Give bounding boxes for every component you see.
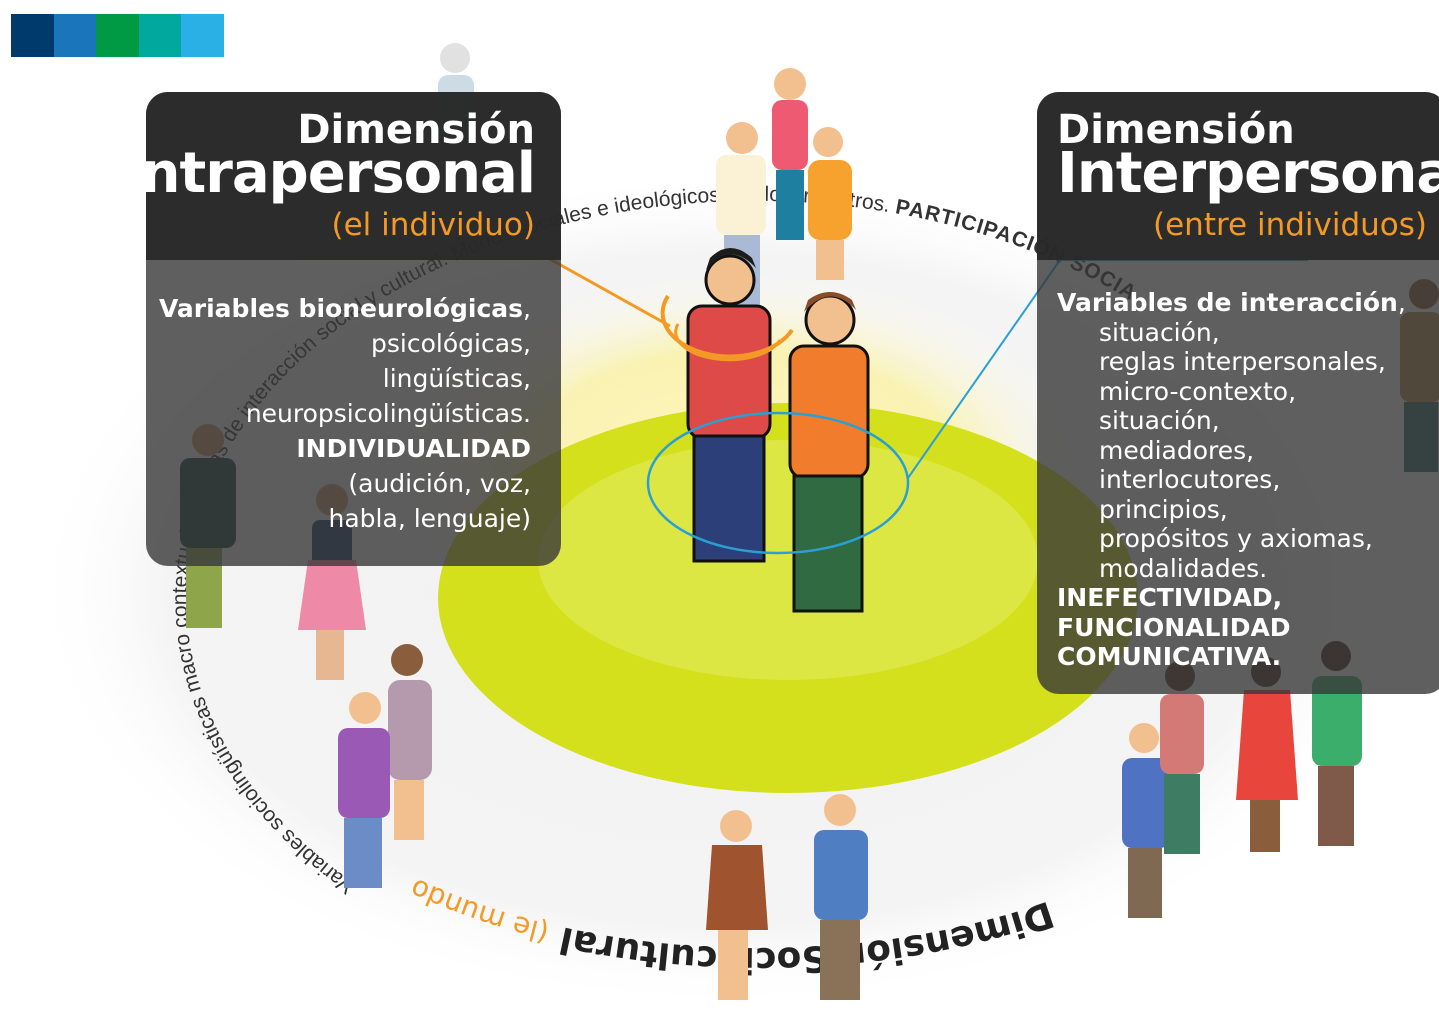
- person-icon: [772, 68, 808, 240]
- interpersonal-title-small: Dimensión: [1057, 107, 1295, 153]
- intrapersonal-panel: Dimensión Intrapersonal (el individuo) V…: [121, 92, 561, 566]
- intrapersonal-line: Variables bioneurológicas,: [158, 294, 531, 323]
- interpersonal-closing-line: COMUNICATIVA.: [1057, 642, 1282, 671]
- intrapersonal-subtitle: (el individuo): [331, 207, 535, 243]
- intrapersonal-line: neuropsicolingüísticas.: [245, 399, 531, 428]
- person-icon: [808, 127, 852, 280]
- color-swatch: [11, 14, 54, 57]
- intrapersonal-title: Intrapersonal: [120, 141, 536, 206]
- interpersonal-variables: Variables de interacción, situación,regl…: [1057, 288, 1406, 671]
- intrapersonal-line: psicológicas,: [371, 329, 531, 358]
- intrapersonal-line: habla, lenguaje): [328, 504, 531, 533]
- intrapersonal-line: (audición, voz,: [348, 469, 531, 498]
- interpersonal-closing-line: INEFECTIVIDAD,: [1057, 583, 1283, 612]
- interpersonal-item: micro-contexto,: [1099, 376, 1297, 406]
- person-icon: [814, 794, 868, 1000]
- interpersonal-item: mediadores,: [1099, 435, 1255, 465]
- interpersonal-header: [1037, 92, 1439, 260]
- intrapersonal-line: lingüísticas,: [382, 364, 531, 393]
- color-swatch: [53, 14, 97, 57]
- interpersonal-subtitle: (entre individuos): [1153, 207, 1428, 243]
- center-disc-highlight: [538, 440, 1038, 680]
- intrapersonal-variables: Variables bioneurológicas, psicológicas, l…: [159, 291, 531, 536]
- intrapersonal-header: [146, 92, 561, 260]
- people-center: [646, 248, 910, 613]
- brand-color-bar: [11, 14, 224, 57]
- interpersonal-item: reglas interpersonales,: [1099, 347, 1386, 376]
- interpersonal-heading: Variables de interacción: [1057, 288, 1398, 317]
- interpersonal-item: principios,: [1099, 494, 1228, 524]
- interpersonal-item: situación,: [1099, 406, 1220, 435]
- intrapersonal-line: INDIVIDUALIDAD: [296, 434, 531, 463]
- interpersonal-item: interlocutores,: [1099, 465, 1281, 494]
- interpersonal-panel: Dimensión Interpersonal (entre individuo…: [1037, 92, 1439, 694]
- person-icon: [706, 810, 768, 1000]
- color-swatch: [138, 14, 182, 57]
- person-icon: [388, 644, 432, 840]
- intrapersonal-title-small: Dimensión: [297, 107, 535, 153]
- person-icon: [1122, 723, 1170, 918]
- people-background: [180, 43, 1439, 1000]
- interpersonal-ring: [646, 411, 910, 555]
- color-swatch: [181, 14, 224, 57]
- interpersonal-item: situación,: [1099, 317, 1220, 347]
- interpersonal-item: modalidades.: [1099, 553, 1268, 583]
- color-swatch: [96, 14, 139, 57]
- interpersonal-closing-line: FUNCIONALIDAD: [1057, 612, 1291, 642]
- person-icon: [338, 692, 390, 888]
- interpersonal-item: propósitos y axiomas,: [1099, 524, 1373, 553]
- person-icon: [788, 292, 870, 613]
- interpersonal-title: Interpersonal: [1057, 141, 1439, 206]
